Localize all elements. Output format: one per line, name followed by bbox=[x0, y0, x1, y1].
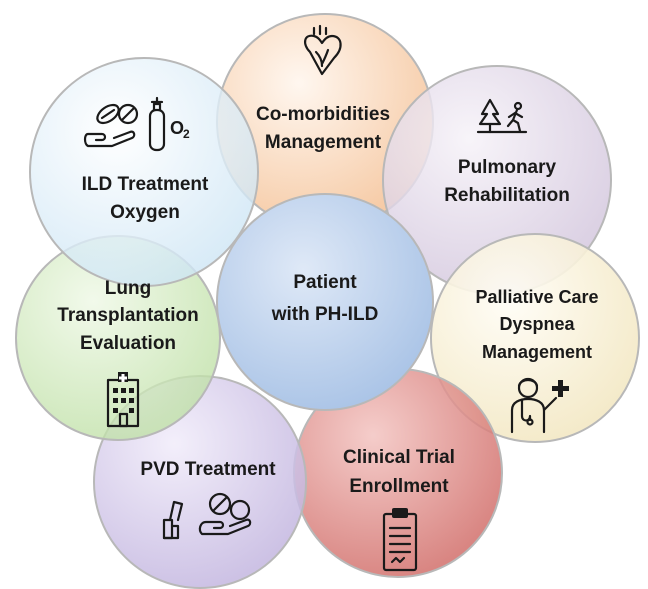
lung-transplant-label-line-3: Evaluation bbox=[80, 333, 176, 354]
clinical-trial-label-line-1: Clinical Trial bbox=[343, 447, 455, 468]
center-label-line-2: with PH-ILD bbox=[271, 304, 379, 325]
o2-subscript: 2 bbox=[183, 127, 190, 141]
o2-symbol: O bbox=[170, 118, 184, 138]
comorbidities-label-line-2: Management bbox=[265, 132, 382, 153]
palliative-care-label: Palliative Care Dyspnea Management bbox=[475, 287, 598, 362]
pulmonary-rehab-label-line-2: Rehabilitation bbox=[444, 185, 570, 206]
inhaler-pills-icon bbox=[162, 492, 252, 540]
palliative-care-label-line-1: Palliative Care bbox=[475, 287, 598, 307]
palliative-care-label-line-2: Dyspnea bbox=[499, 314, 575, 334]
palliative-care-label-line-3: Management bbox=[482, 342, 592, 362]
center-label: Patient with PH-ILD bbox=[271, 272, 379, 325]
pulmonary-rehab-label: Pulmonary Rehabilitation bbox=[444, 157, 570, 206]
ild-treatment-label-line-1: ILD Treatment bbox=[82, 174, 209, 195]
lung-transplant-label-line-2: Transplantation bbox=[57, 305, 198, 326]
walking-person-tree-icon bbox=[476, 98, 528, 134]
pvd-treatment-label-line-1: PVD Treatment bbox=[140, 459, 276, 480]
center-circle bbox=[216, 193, 434, 411]
ild-treatment-label: ILD Treatment Oxygen bbox=[82, 174, 209, 223]
ild-treatment-label-line-2: Oxygen bbox=[110, 202, 180, 223]
center-label-line-1: Patient bbox=[293, 272, 357, 293]
comorbidities-label: Co-morbidities Management bbox=[256, 104, 390, 153]
clinical-trial-label: Clinical Trial Enrollment bbox=[343, 447, 455, 497]
hospital-icon bbox=[106, 372, 140, 428]
pvd-treatment-label: PVD Treatment bbox=[140, 459, 276, 480]
comorbidities-label-line-1: Co-morbidities bbox=[256, 104, 390, 125]
outer-circles bbox=[15, 13, 640, 589]
pulmonary-rehab-label-line-1: Pulmonary bbox=[458, 157, 557, 178]
doctor-icon bbox=[510, 377, 569, 434]
clinical-trial-label-line-2: Enrollment bbox=[349, 476, 449, 497]
lung-transplant-label-line-1: Lung bbox=[105, 278, 151, 299]
ild-treatment-circle bbox=[29, 57, 259, 287]
lung-transplant-label: Lung Transplantation Evaluation bbox=[57, 278, 198, 354]
heart-icon bbox=[304, 24, 342, 76]
clipboard-icon bbox=[382, 508, 418, 572]
palliative-care-circle bbox=[430, 233, 640, 443]
pills-oxygen-icon: O 2 bbox=[83, 96, 190, 152]
